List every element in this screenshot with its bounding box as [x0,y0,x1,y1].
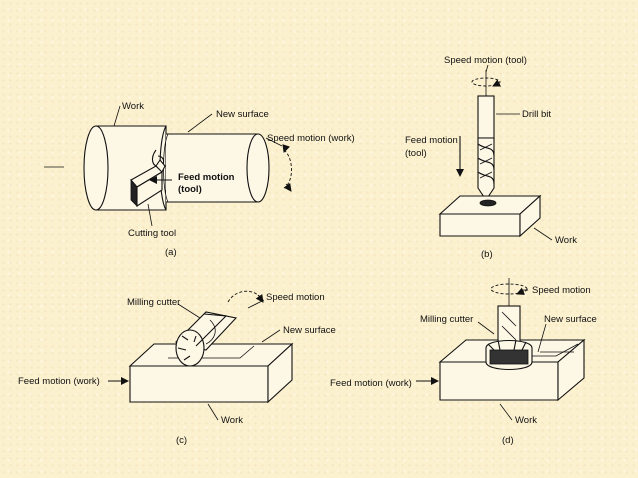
label-work: Work [221,415,243,426]
label-work: Work [515,415,537,426]
speed-rotation-ellipse [490,283,528,295]
label-speed-motion: Speed motion [266,292,325,303]
leader-work [207,403,219,421]
leader-milling-cutter [177,303,201,319]
panel-a-turning: Work New surface Speed motion (work) Fee… [44,101,355,258]
leader-cutting-tool [147,203,153,227]
label-feed-motion: Feed motion (work) [18,376,100,387]
leader-work [499,403,513,421]
leader-work [113,105,121,127]
speed-rotation-arc [227,290,263,303]
panel-d-end-milling: Speed motion Milling cutter New surface … [330,278,597,446]
work-block [438,194,542,238]
label-cutting-tool: Cutting tool [128,228,176,239]
label-feed-motion: Feed motion [178,172,235,183]
leader-new-surface [187,113,213,133]
caption-d: (d) [502,435,514,446]
new-surface-cylinder [159,125,270,211]
work-block [128,342,294,404]
label-speed-motion: Speed motion (work) [267,133,355,144]
panel-c-milling: Milling cutter Speed motion New surface … [18,290,336,446]
label-feed-motion-tool: (tool) [178,184,202,195]
drill-bit [477,95,495,201]
label-feed-motion: Feed motion (work) [330,378,412,389]
caption-a: (a) [165,247,177,258]
label-feed-motion-tool: (tool) [405,148,427,159]
label-drill-bit: Drill bit [522,109,551,120]
label-new-surface: New surface [216,109,269,120]
label-work: Work [122,101,144,112]
leader-work [533,227,553,241]
label-new-surface: New surface [544,314,597,325]
label-milling-cutter: Milling cutter [420,314,473,325]
leader-new-surface [537,323,547,353]
label-milling-cutter: Milling cutter [127,297,180,308]
caption-b: (b) [481,249,493,260]
leader-milling-cutter [477,321,495,335]
label-feed-motion: Feed motion [405,135,458,146]
panel-b-drilling: Speed motion (tool) Drill bit Feed motio… [405,55,577,260]
label-speed-motion: Speed motion (tool) [444,55,527,66]
caption-c: (c) [176,435,187,446]
milling-cutter [174,311,238,367]
label-speed-motion: Speed motion [532,285,591,296]
end-mill-cutter [485,305,533,370]
leader-new-surface [261,329,281,343]
label-work: Work [555,235,577,246]
label-new-surface: New surface [283,325,336,336]
speed-rotation-arc [283,149,292,189]
